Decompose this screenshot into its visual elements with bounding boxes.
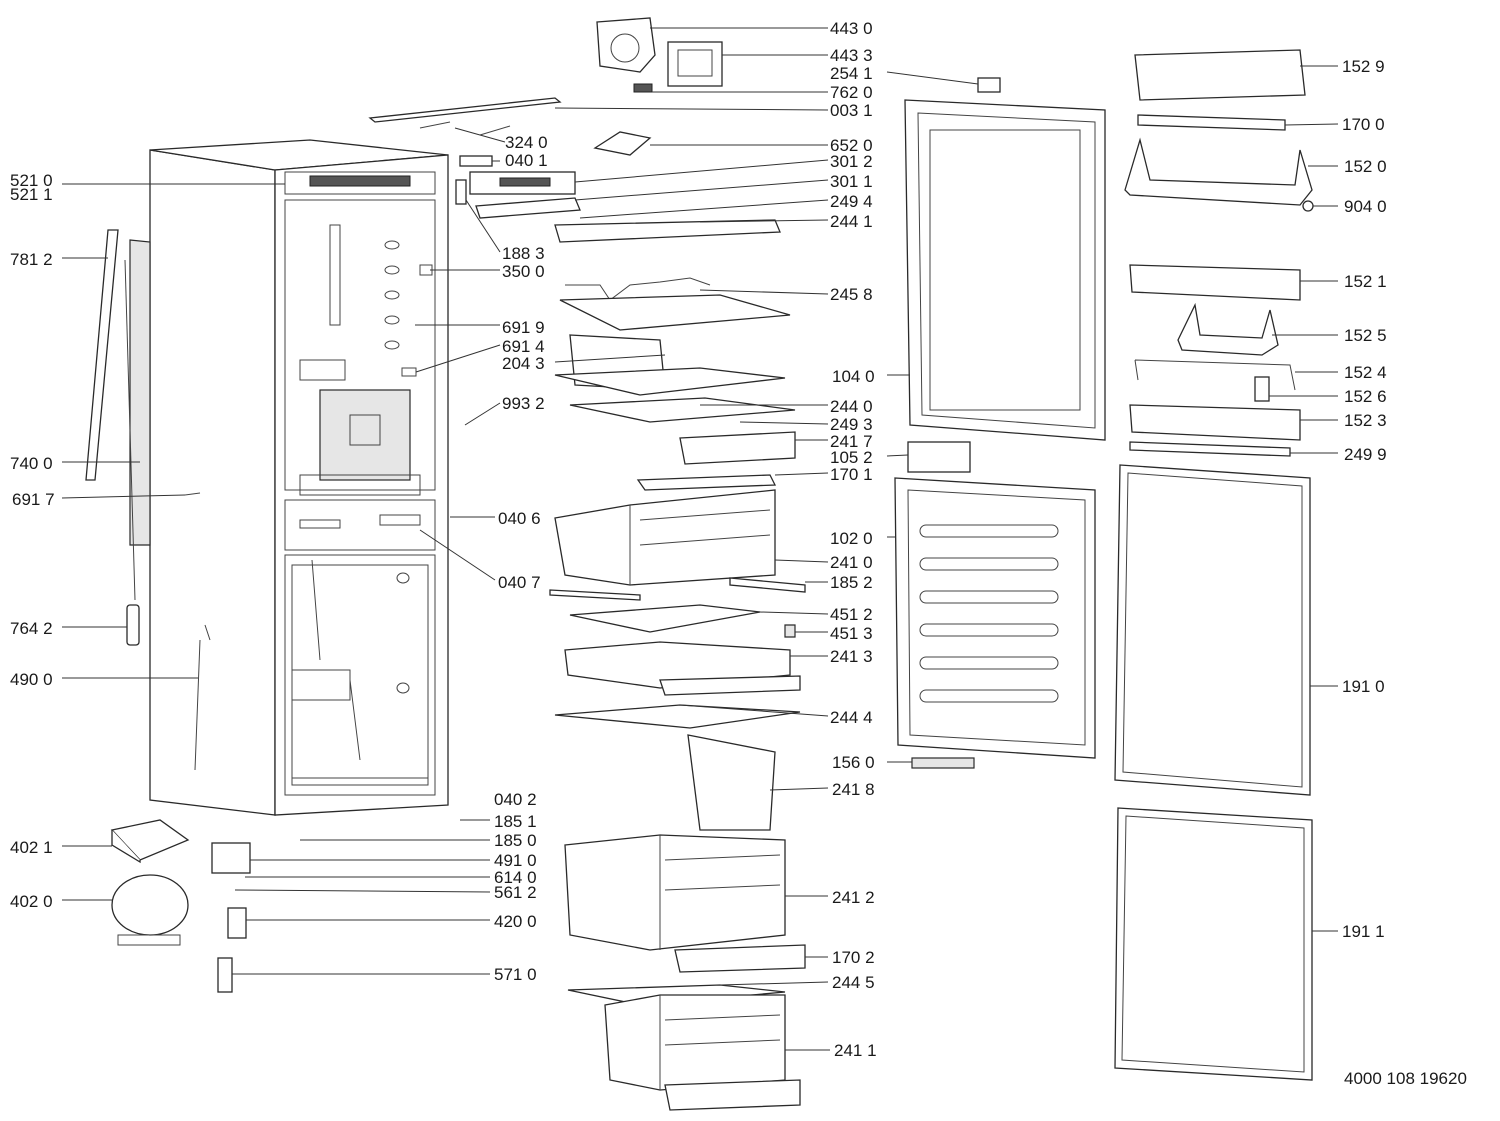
label-561-2: 561 2: [494, 883, 537, 902]
document-number: 4000 108 19620: [1344, 1069, 1467, 1088]
label-244-4: 244 4: [830, 708, 873, 727]
label-152-6: 152 6: [1344, 387, 1387, 406]
label-571-0: 571 0: [494, 965, 537, 984]
doors-and-gaskets: [894, 99, 1313, 1081]
label-652-0: 652 0: [830, 136, 873, 155]
label-691-9: 691 9: [502, 318, 545, 337]
label-152-3: 152 3: [1344, 411, 1387, 430]
label-170-0: 170 0: [1342, 115, 1385, 134]
label-241-8: 241 8: [832, 780, 875, 799]
label-105-2: 105 2: [830, 448, 873, 467]
label-245-8: 245 8: [830, 285, 873, 304]
label-451-2: 451 2: [830, 605, 873, 624]
label-691-4: 691 4: [502, 337, 545, 356]
leader-lines: [61, 27, 1339, 1051]
label-691-7: 691 7: [12, 490, 55, 509]
label-104-0: 104 0: [832, 367, 875, 386]
label-241-2: 241 2: [832, 888, 875, 907]
label-402-0: 402 0: [10, 892, 53, 911]
label-324-0: 324 0: [505, 133, 548, 152]
label-040-1: 040 1: [505, 151, 548, 170]
label-521-0: 521 0: [10, 171, 53, 190]
label-191-0: 191 0: [1342, 677, 1385, 696]
label-156-0: 156 0: [832, 753, 875, 772]
part-labels: 443 0 443 3 254 1 762 0 003 1 324 0 652 …: [10, 19, 1387, 1060]
condenser-parts: [85, 229, 211, 771]
label-249-9: 249 9: [1344, 445, 1387, 464]
label-244-1: 244 1: [830, 212, 873, 231]
label-420-0: 420 0: [494, 912, 537, 931]
label-152-5: 152 5: [1344, 326, 1387, 345]
label-040-7: 040 7: [498, 573, 541, 592]
label-241-0: 241 0: [830, 553, 873, 572]
label-301-2: 301 2: [830, 152, 873, 171]
label-904-0: 904 0: [1344, 197, 1387, 216]
label-402-1: 402 1: [10, 838, 53, 857]
label-152-4: 152 4: [1344, 363, 1387, 382]
top-parts: [368, 17, 1001, 219]
door-bins: [1124, 49, 1314, 457]
label-993-2: 993 2: [502, 394, 545, 413]
label-170-2: 170 2: [832, 948, 875, 967]
label-152-9: 152 9: [1342, 57, 1385, 76]
label-443-3: 443 3: [830, 46, 873, 65]
label-241-7: 241 7: [830, 432, 873, 451]
label-443-0: 443 0: [830, 19, 873, 38]
label-249-3: 249 3: [830, 415, 873, 434]
label-102-0: 102 0: [830, 529, 873, 548]
label-152-0: 152 0: [1344, 157, 1387, 176]
label-491-0: 491 0: [494, 851, 537, 870]
label-185-2: 185 2: [830, 573, 873, 592]
label-170-1: 170 1: [830, 465, 873, 484]
label-244-0: 244 0: [830, 397, 873, 416]
label-301-1: 301 1: [830, 172, 873, 191]
label-040-2: 040 2: [494, 790, 537, 809]
label-244-5: 244 5: [832, 973, 875, 992]
label-191-1: 191 1: [1342, 922, 1385, 941]
label-490-0: 490 0: [10, 670, 53, 689]
label-764-2: 764 2: [10, 619, 53, 638]
label-040-6: 040 6: [498, 509, 541, 528]
label-003-1: 003 1: [830, 101, 873, 120]
label-614-0: 614 0: [494, 868, 537, 887]
shelves-and-drawers: [549, 219, 806, 1111]
label-740-0: 740 0: [10, 454, 53, 473]
label-451-3: 451 3: [830, 624, 873, 643]
cabinet: [149, 139, 449, 816]
label-188-3: 188 3: [502, 244, 545, 263]
label-185-0: 185 0: [494, 831, 537, 850]
label-241-3: 241 3: [830, 647, 873, 666]
label-152-1: 152 1: [1344, 272, 1387, 291]
label-185-1: 185 1: [494, 812, 537, 831]
label-781-2: 781 2: [10, 250, 53, 269]
label-350-0: 350 0: [502, 262, 545, 281]
label-241-1: 241 1: [834, 1041, 877, 1060]
label-249-4: 249 4: [830, 192, 873, 211]
label-521-1: 521 1: [10, 185, 53, 204]
label-762-0: 762 0: [830, 83, 873, 102]
label-254-1: 254 1: [830, 64, 873, 83]
label-204-3: 204 3: [502, 354, 545, 373]
compressor-group: [110, 819, 251, 993]
